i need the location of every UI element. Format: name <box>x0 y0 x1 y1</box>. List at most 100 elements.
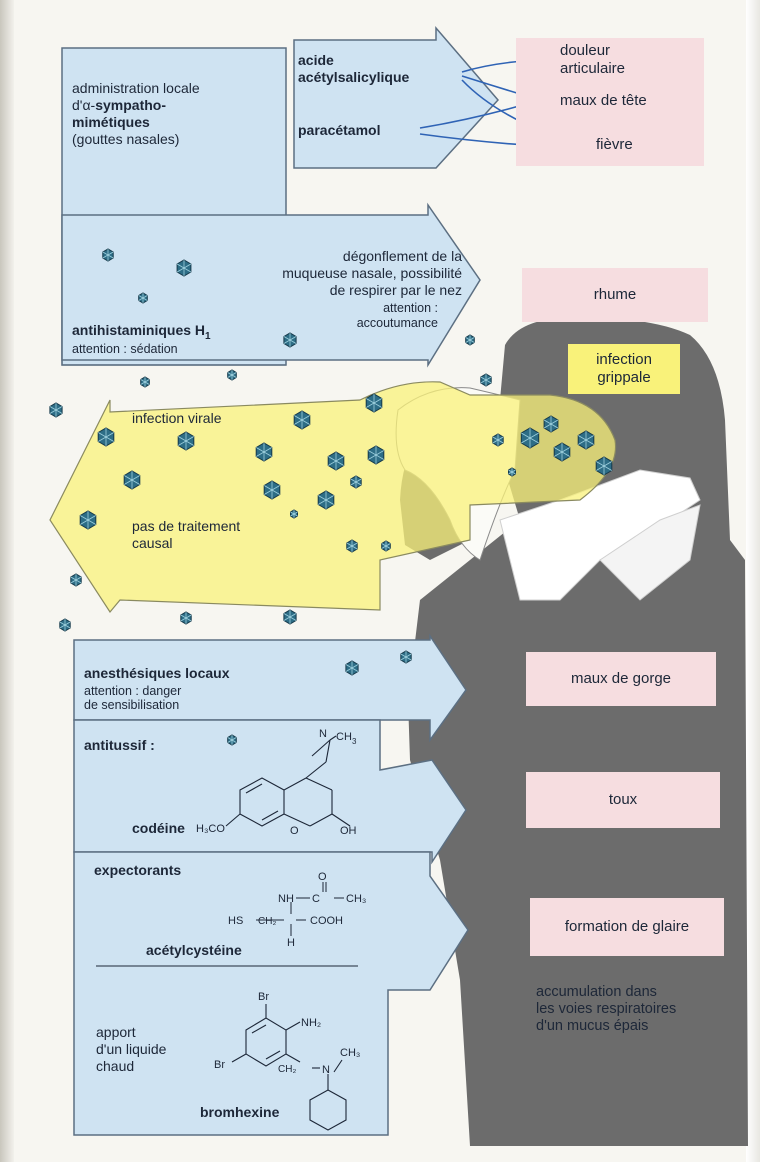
antihistaminiques-title-text: antihistaminiques H <box>72 322 205 338</box>
symptom-douleur-line1: douleur <box>560 42 610 59</box>
symptom-grippale: infection grippale <box>568 344 680 394</box>
codeine-ch3-sub: 3 <box>352 737 357 746</box>
virus-particle <box>366 394 382 412</box>
acetylcysteine-cooh: COOH <box>310 915 343 927</box>
virus-particle <box>284 610 296 624</box>
symptom-grippale-line1: infection <box>596 351 652 369</box>
virus-particle <box>596 457 612 475</box>
sympatho-bold: sympatho- <box>95 97 166 113</box>
antihistaminiques-note: attention : sédation <box>72 342 178 356</box>
virus-particle <box>98 428 114 446</box>
virus-particle <box>382 541 391 551</box>
virus-particle <box>124 471 140 489</box>
liquide-drug: bromhexine <box>200 1104 279 1121</box>
virus-particle <box>178 432 194 450</box>
sympatho-line2: d'α-sympatho- <box>72 97 166 114</box>
sympatho-line3: mimétiques <box>72 114 150 131</box>
virus-particle <box>521 428 538 448</box>
symptom-glaire: formation de glaire <box>530 898 724 956</box>
codeine-n: N <box>319 728 327 740</box>
expectorants-drug: acétylcystéine <box>146 942 242 959</box>
symptom-fievre: fièvre <box>596 136 633 153</box>
liquide-line1: apport <box>96 1024 136 1041</box>
codeine-oh: OH <box>340 825 357 837</box>
acetylcysteine-c: C <box>312 893 320 905</box>
degonflement-attn1: attention : <box>300 301 438 315</box>
expectorants-title: expectorants <box>94 862 181 879</box>
acetylcysteine-ch3: CH₃ <box>346 893 366 905</box>
panel-expectorants <box>74 852 468 1135</box>
antitussif-title: antitussif : <box>84 737 155 754</box>
sympatho-line1: administration locale <box>72 80 200 97</box>
virus-particle <box>50 403 62 417</box>
virus-particle <box>578 431 594 449</box>
virus-particle <box>401 651 411 663</box>
degonflement-line1: dégonflement de la <box>252 248 462 265</box>
virus-particle <box>291 510 298 518</box>
virus-particle <box>103 249 113 261</box>
codeine-ch3: CH <box>336 731 352 743</box>
degonflement-line3: de respirer par le nez <box>252 282 462 299</box>
symptom-douleur-line2: articulaire <box>560 60 625 77</box>
virus-particle <box>60 619 70 631</box>
anesthesiques-note1: attention : danger <box>84 684 181 698</box>
liquide-line2: d'un liquide <box>96 1041 166 1058</box>
virus-particle <box>466 335 475 345</box>
paracetamol-label: paracétamol <box>298 122 380 139</box>
virus-particle <box>256 443 272 461</box>
acetylcysteine-hs: HS <box>228 915 243 927</box>
bromhexine-br2: Br <box>214 1059 225 1071</box>
virus-particle <box>80 511 96 529</box>
codeine-o: O <box>290 825 299 837</box>
symptom-rhume: rhume <box>522 268 708 322</box>
virus-particle <box>347 540 357 552</box>
virus-particle <box>328 452 344 470</box>
bromhexine-n: N <box>322 1064 330 1076</box>
viral-infection: infection virale <box>132 410 222 427</box>
degonflement-line2: muqueuse nasale, possibilité <box>182 265 462 282</box>
virus-particle <box>509 468 516 476</box>
virus-particle <box>368 446 384 464</box>
symptom-toux: toux <box>526 772 720 828</box>
panel-analgesique <box>294 28 498 168</box>
virus-particle <box>351 476 361 488</box>
virus-particle <box>554 443 570 461</box>
mucus-line2: les voies respiratoires <box>536 1001 676 1018</box>
virus-particle <box>294 411 310 429</box>
antitussif-drug: codéine <box>132 820 185 837</box>
virus-particle <box>228 370 237 380</box>
liquide-line3: chaud <box>96 1058 134 1075</box>
virus-particle <box>228 735 237 745</box>
viral-traitement2: causal <box>132 535 172 552</box>
acetylcysteine-nh: NH <box>278 893 294 905</box>
acetylcysteine-h: H <box>287 937 295 949</box>
symptom-maux-tete: maux de tête <box>560 92 647 109</box>
codeine-h3co: H₃CO <box>196 823 225 835</box>
anesthesiques-note2: de sensibilisation <box>84 698 179 712</box>
virus-particle <box>346 661 358 675</box>
symptom-maux-gorge: maux de gorge <box>526 652 716 706</box>
acetylcysteine-ch2: CH₂ <box>258 916 276 927</box>
virus-particle <box>71 574 81 586</box>
virus-particle <box>139 293 148 303</box>
virus-particle <box>181 612 191 624</box>
virus-particle <box>318 491 334 509</box>
antihistaminiques-sub: 1 <box>205 331 211 342</box>
acide-line2: acétylsalicylique <box>298 69 409 86</box>
symptom-grippale-line2: grippale <box>597 369 650 387</box>
virus-particle <box>284 333 296 347</box>
acetylcysteine-o: O <box>318 871 327 883</box>
mucus-line3: d'un mucus épais <box>536 1018 648 1035</box>
degonflement-attn2: accoutumance <box>300 316 438 330</box>
bromhexine-nh2: NH₂ <box>301 1017 321 1029</box>
anesthesiques-title: anesthésiques locaux <box>84 665 230 682</box>
bromhexine-br1: Br <box>258 991 269 1003</box>
virus-particle <box>481 374 491 386</box>
sympatho-line4: (gouttes nasales) <box>72 131 179 148</box>
sympatho-alpha: d'α- <box>72 97 95 113</box>
acide-line1: acide <box>298 52 334 69</box>
virus-particle <box>544 416 558 432</box>
viral-traitement1: pas de traitement <box>132 518 240 535</box>
mucus-line1: accumulation dans <box>536 984 657 1001</box>
